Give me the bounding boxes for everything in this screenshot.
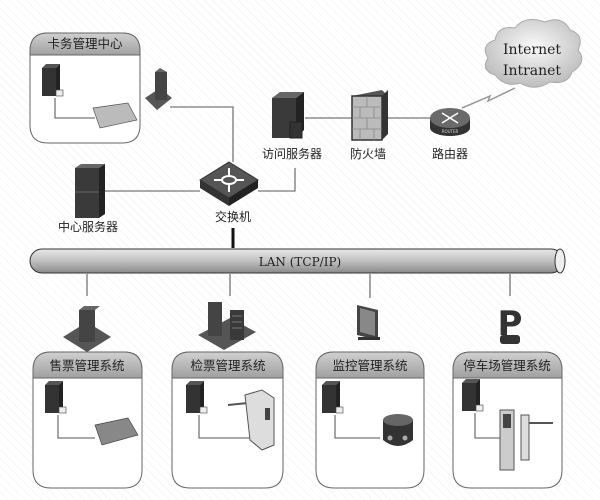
monitor-icon: [357, 305, 380, 340]
router-badge: ROUTER: [442, 129, 459, 134]
center-server-label: 中心服务器: [58, 219, 118, 234]
pc-icon: [185, 380, 208, 414]
ticketing-server-icon: [63, 306, 111, 352]
parking-system-title: 停车场管理系统: [463, 358, 551, 373]
checking-system-box: 检票管理系统: [171, 351, 284, 489]
parking-terminal-icon: [499, 409, 515, 471]
card-reader-icon: [94, 417, 139, 446]
switch-icon: [199, 161, 259, 206]
cloud-icon: Internet Intranet: [484, 19, 583, 88]
monitoring-system-box: 监控管理系统: [315, 351, 425, 489]
connection-lines: [86, 87, 516, 298]
barrier-gate-icon: [520, 414, 553, 461]
parking-sign-icon: P: [498, 304, 522, 344]
router-label: 路由器: [432, 146, 468, 161]
turnstile-icon: [227, 389, 275, 451]
pc-icon: [44, 380, 67, 414]
card-reader-icon: [92, 102, 138, 129]
firewall-label: 防火墙: [350, 146, 386, 161]
card-management-center: 卡务管理中心: [29, 32, 141, 144]
parking-system-box: 停车场管理系统: [452, 351, 563, 489]
lan-bus: LAN (TCP/IP): [29, 248, 566, 274]
ticketing-system-box: 售票管理系统: [32, 351, 143, 489]
wireless-link: [461, 87, 516, 109]
monitoring-system-title: 监控管理系统: [332, 358, 407, 373]
ticketing-system-title: 售票管理系统: [49, 358, 124, 373]
checking-servers-icon: [198, 302, 256, 350]
switch-label: 交换机: [215, 209, 251, 224]
cloud-label-internet: Internet: [503, 42, 561, 58]
access-server-icon: [272, 92, 304, 139]
cloud-label-intranet: Intranet: [503, 63, 562, 79]
pc-icon: [41, 63, 64, 97]
center-server-icon: [75, 164, 105, 218]
pc-icon: [461, 378, 484, 412]
router-icon: ROUTER: [430, 108, 470, 136]
card-center-title: 卡务管理中心: [47, 36, 123, 51]
lan-label: LAN (TCP/IP): [259, 255, 341, 269]
building-server-icon: [145, 68, 172, 110]
firewall-icon: [351, 90, 388, 141]
access-server-label: 访问服务器: [262, 146, 322, 161]
dome-camera-icon: [383, 414, 413, 446]
pc-icon: [321, 380, 344, 414]
checking-system-title: 检票管理系统: [190, 358, 265, 373]
